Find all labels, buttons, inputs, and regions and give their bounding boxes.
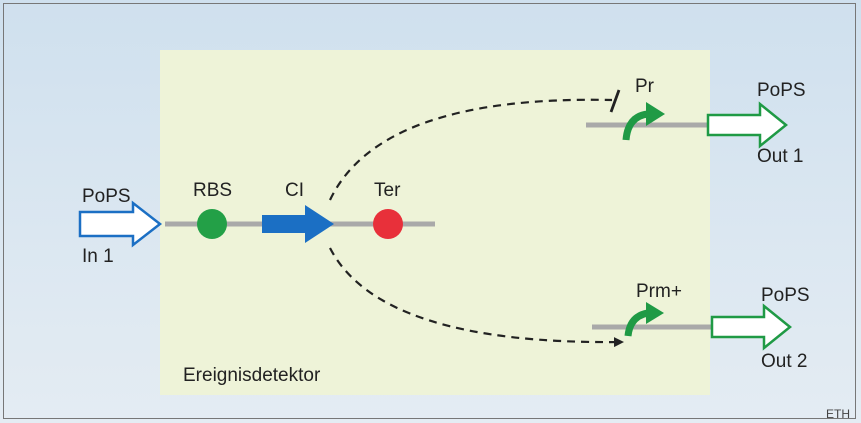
ci-gene-arrow xyxy=(262,205,334,243)
output2-signal-label: PoPS xyxy=(761,285,810,306)
prm-label: Prm+ xyxy=(636,281,682,302)
prm-promoter-arrow xyxy=(624,309,649,337)
terminator-label: Ter xyxy=(374,180,401,201)
output1-signal-label: PoPS xyxy=(757,80,806,101)
input-port-label: In 1 xyxy=(82,246,114,267)
credit-label: ETH xyxy=(826,407,850,421)
activation-path xyxy=(329,247,624,348)
rbs-label: RBS xyxy=(193,180,233,201)
ci-label: CI xyxy=(285,180,304,201)
rbs-circle xyxy=(197,209,227,239)
pr-promoter-arrow xyxy=(622,110,649,141)
prm-promoter-arrowhead xyxy=(646,302,664,324)
repression-bar xyxy=(609,89,621,113)
output1-pops-arrow xyxy=(706,101,788,149)
terminator-circle xyxy=(373,209,403,239)
figure-frame xyxy=(3,3,856,419)
pr-promoter-arrowhead xyxy=(646,102,665,126)
output1-port-label: Out 1 xyxy=(757,146,804,167)
pr-label: Pr xyxy=(635,76,654,97)
output2-port-label: Out 2 xyxy=(761,351,808,372)
output2-pops-arrow xyxy=(710,303,792,351)
device-label: Ereignisdetektor xyxy=(183,365,321,386)
input-signal-label: PoPS xyxy=(82,186,131,207)
input-pops-arrow xyxy=(78,200,163,248)
repression-path xyxy=(329,98,613,201)
